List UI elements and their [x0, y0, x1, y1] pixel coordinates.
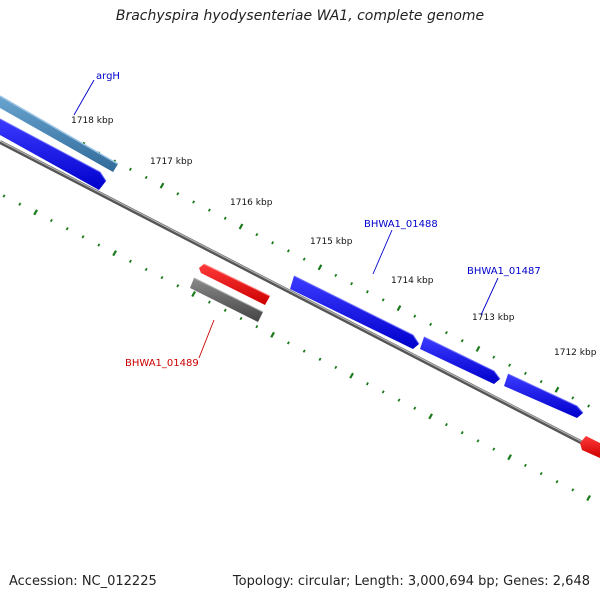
- outer-minor-tick: [223, 216, 227, 220]
- outer-minor-tick: [587, 404, 591, 408]
- inner-minor-tick: [302, 349, 306, 353]
- inner-minor-tick: [207, 300, 211, 304]
- outer-minor-tick: [128, 167, 132, 171]
- inner-minor-tick: [381, 390, 385, 394]
- outer-minor-tick: [365, 290, 369, 294]
- inner-minor-tick: [81, 235, 85, 239]
- inner-major-tick: [33, 209, 38, 216]
- inner-major-tick: [270, 331, 275, 338]
- tick-label-1713: 1713 kbp: [472, 313, 515, 323]
- gene-feature-BHWA1_01489[interactable]: [199, 263, 271, 305]
- inner-minor-tick: [144, 267, 148, 272]
- inner-major-tick: [349, 372, 354, 379]
- tick-labels: 1718 kbp 1717 kbp 1716 kbp 1715 kbp 1714…: [71, 116, 597, 358]
- inner-minor-tick: [160, 275, 164, 280]
- outer-minor-tick: [176, 192, 180, 196]
- tick-label-1715: 1715 kbp: [310, 237, 353, 247]
- outer-minor-tick: [144, 175, 148, 180]
- inner-minor-tick: [397, 398, 401, 402]
- outer-major-tick: [475, 345, 481, 352]
- tick-label-1712: 1712 kbp: [554, 348, 597, 358]
- outer-minor-tick: [334, 273, 338, 278]
- inner-minor-tick: [2, 194, 6, 198]
- outer-minor-tick: [460, 339, 464, 343]
- inner-major-tick: [191, 290, 196, 298]
- tick-label-1716: 1716 kbp: [230, 198, 273, 208]
- inner-minor-tick: [239, 316, 243, 321]
- inner-minor-tick: [523, 463, 527, 468]
- map-title: Brachyspira hyodysenteriae WA1, complete…: [115, 8, 485, 24]
- outer-major-tick: [396, 305, 402, 312]
- outer-minor-tick: [571, 396, 575, 400]
- outer-minor-tick: [429, 322, 433, 327]
- inner-minor-tick: [49, 218, 53, 223]
- accession-text: Accession: NC_012225: [9, 574, 157, 589]
- inner-minor-tick: [286, 341, 290, 345]
- inner-major-tick: [112, 250, 117, 257]
- gene-feature-right-edge-reverse[interactable]: [580, 436, 600, 458]
- outer-minor-tick: [286, 249, 290, 253]
- genome-backbone: [0, 140, 600, 454]
- inner-minor-tick: [255, 324, 259, 329]
- inner-minor-tick: [318, 357, 322, 361]
- inner-minor-tick: [476, 439, 480, 443]
- outer-major-tick: [554, 386, 560, 393]
- gene-feature-argH-rna[interactable]: [0, 95, 119, 172]
- gene-feature-grey-block[interactable]: [190, 277, 264, 322]
- inner-tick-dots: [2, 194, 591, 502]
- outer-minor-tick: [381, 298, 385, 302]
- inner-minor-tick: [413, 406, 417, 410]
- outer-major-tick: [159, 182, 165, 189]
- outer-minor-tick: [192, 200, 196, 204]
- outer-minor-tick: [302, 257, 306, 261]
- inner-minor-tick: [97, 243, 101, 247]
- inner-minor-tick: [365, 382, 369, 386]
- outer-minor-tick: [207, 208, 211, 212]
- inner-minor-tick: [334, 365, 338, 370]
- outer-minor-tick: [508, 363, 512, 367]
- topology-text: Topology: circular; Length: 3,000,694 bp…: [232, 574, 590, 589]
- inner-major-tick: [428, 413, 433, 420]
- outer-major-tick: [238, 223, 244, 230]
- inner-minor-tick: [128, 259, 132, 263]
- inner-minor-tick: [223, 308, 227, 312]
- outer-minor-tick: [539, 379, 543, 384]
- gene-feature-BHWA1_01487-part2[interactable]: [504, 373, 584, 418]
- outer-minor-tick: [255, 232, 259, 237]
- outer-minor-tick: [271, 241, 275, 245]
- inner-major-tick: [586, 494, 591, 502]
- inner-minor-tick: [65, 227, 69, 231]
- outer-minor-tick: [350, 281, 354, 286]
- inner-minor-tick: [176, 284, 180, 288]
- gene-label-BHWA1_01487[interactable]: BHWA1_01487: [467, 266, 541, 277]
- inner-minor-tick: [18, 202, 22, 206]
- tick-label-1714: 1714 kbp: [391, 276, 434, 286]
- tick-label-1717: 1717 kbp: [150, 157, 193, 167]
- gene-feature-BHWA1_01488[interactable]: [290, 275, 420, 349]
- inner-major-tick: [507, 454, 512, 461]
- inner-minor-tick: [460, 431, 464, 435]
- outer-minor-tick: [413, 314, 417, 318]
- tick-label-1718: 1718 kbp: [71, 116, 114, 126]
- inner-minor-tick: [492, 447, 496, 451]
- outer-minor-tick: [492, 355, 496, 359]
- inner-minor-tick: [571, 488, 575, 492]
- inner-minor-tick: [539, 471, 543, 476]
- outer-major-tick: [317, 264, 323, 271]
- gene-feature-argH[interactable]: [0, 118, 107, 190]
- gene-labels: argH BHWA1_01488 BHWA1_01487 BHWA1_01489: [96, 71, 541, 369]
- inner-minor-tick: [555, 480, 559, 484]
- inner-minor-tick: [444, 422, 448, 427]
- gene-label-BHWA1_01489[interactable]: BHWA1_01489: [125, 358, 199, 369]
- outer-minor-tick: [523, 371, 527, 376]
- gene-feature-BHWA1_01487-part1[interactable]: [420, 336, 501, 384]
- outer-minor-tick: [444, 330, 448, 335]
- gene-label-BHWA1_01488[interactable]: BHWA1_01488: [364, 219, 438, 230]
- gene-label-argH[interactable]: argH: [96, 71, 120, 82]
- gene-label-leaders: [73, 79, 499, 359]
